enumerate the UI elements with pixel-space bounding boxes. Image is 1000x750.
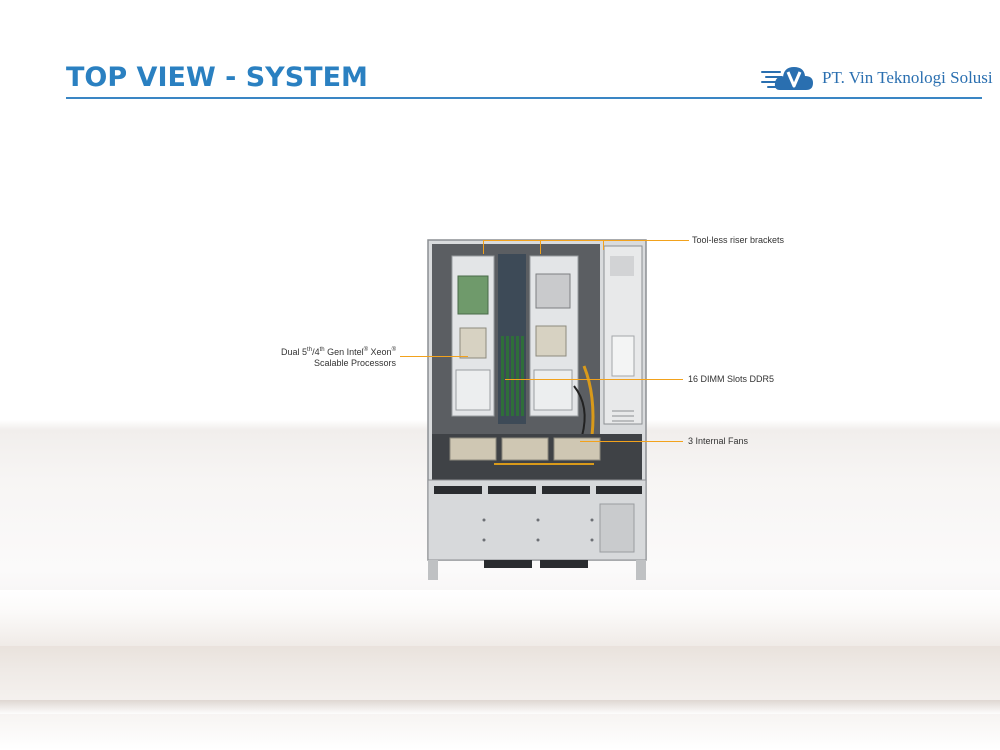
processors-label-sup: th xyxy=(307,347,313,353)
riser-brackets-label: Tool-less riser brackets xyxy=(692,235,785,245)
processors-label-sup: ® xyxy=(363,347,369,353)
processors-label-part: Gen Intel xyxy=(324,347,364,357)
company-logo: PT. Vin Teknologi Solusi xyxy=(760,58,993,98)
dimm-callout-line xyxy=(505,379,683,380)
internal-fans-label: 3 Internal Fans xyxy=(688,436,749,446)
processors-label-sup: ® xyxy=(391,347,396,353)
riser-callout-drop-far xyxy=(603,240,604,250)
fans-callout-line xyxy=(580,441,683,442)
cloud-logo-icon xyxy=(761,67,813,90)
processors-label-sup: th xyxy=(319,347,325,353)
processor-callout-line xyxy=(400,356,468,357)
processors-label-part: /4 xyxy=(312,347,320,357)
dimm-slots-label: 16 DIMM Slots DDR5 xyxy=(688,374,775,384)
background-shelf-shadow xyxy=(0,700,1000,714)
background-shelf-edge xyxy=(0,590,1000,646)
page-title: TOP VIEW - SYSTEM xyxy=(66,62,368,93)
title-underline xyxy=(66,97,982,99)
riser-callout-drop-left xyxy=(483,240,484,254)
processors-label-part: Dual 5 xyxy=(281,347,308,357)
riser-callout-line xyxy=(483,240,689,241)
processors-label-part: Xeon xyxy=(368,347,392,357)
processors-label-line2: Scalable Processors xyxy=(313,358,396,368)
server-top-view-image xyxy=(424,236,650,582)
company-name: PT. Vin Teknologi Solusi xyxy=(822,68,993,87)
riser-callout-drop-right xyxy=(540,240,541,254)
processors-label: Dual 5th/4th Gen Intel® Xeon® Scalable P… xyxy=(262,347,396,369)
